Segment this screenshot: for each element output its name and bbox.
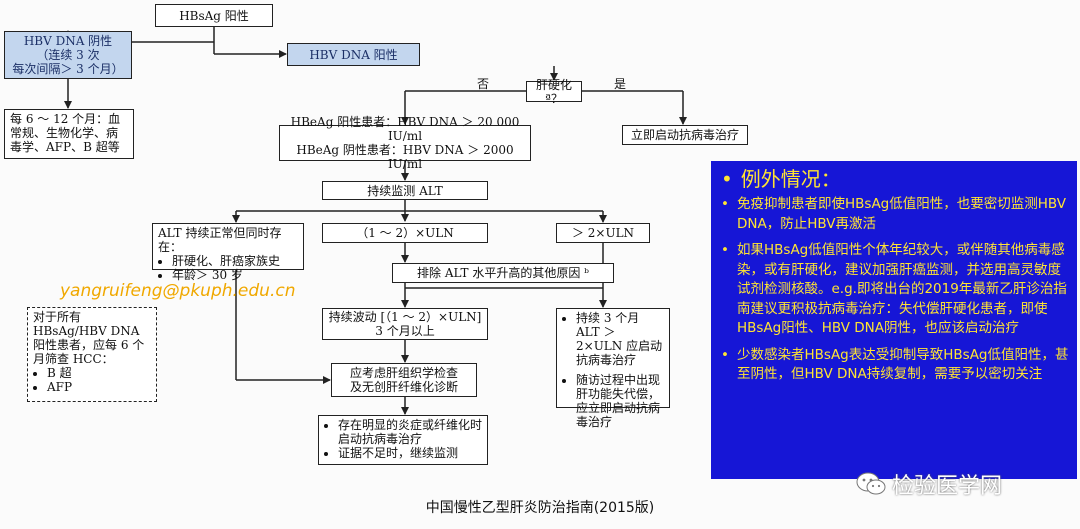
monitor-alt-label: 持续监测 ALT (367, 183, 443, 198)
exception-item: 免疫抑制患者即使HBsAg低值阳性，也要密切监测HBV DNA，防止HBV再激活 (721, 195, 1069, 234)
alt-gt2-action-node: 持续 3 个月 ALT ＞ 2×ULN 应启动抗病毒治疗 随访过程中出现肝功能失… (556, 308, 670, 429)
hcc-screening-intro: 对于所有 HBsAg/HBV DNA 阳性患者，应每 6 个月筛查 HCC： (33, 310, 145, 366)
hbeag-criteria-node: HBeAg 阳性患者：HBV DNA ＞ 20 000 IU/ml HBeAg … (279, 115, 531, 171)
exception-item: 少数感染者HBsAg表达受抑制导致HBsAg低值阳性，甚至阴性，但HBV DNA… (721, 346, 1069, 385)
biopsy-line1: 应考虑肝组织学检查 (349, 366, 458, 380)
hbsag-positive-node: HBsAg 阳性 (155, 4, 273, 27)
alt-normal-item: 年龄＞ 30 岁 (172, 268, 298, 282)
exceptions-title: 例外情况： (721, 167, 1069, 191)
decision-yes-label: 是 (614, 77, 627, 91)
author-watermark: yangruifeng@pkuph.edu.cn (60, 281, 296, 301)
decision-no-label: 否 (477, 77, 490, 91)
wechat-icon (856, 472, 886, 495)
biopsy-node: 应考虑肝组织学检查 及无创肝纤维化诊断 (331, 363, 477, 397)
source-caption: 中国慢性乙型肝炎防治指南(2015版) (425, 500, 655, 516)
alt-gt2-action-item: 随访过程中出现肝功能失代偿，应立即启动抗病毒治疗 (576, 373, 664, 429)
immediate-treatment-node: 立即启动抗病毒治疗 (622, 125, 748, 145)
hbv-dna-negative-sub1: （连续 3 次 (36, 48, 100, 62)
alt-1-2-uln-label: （1 ～ 2）×ULN (356, 226, 454, 240)
alt-normal-title: ALT 持续正常但同时存在： (158, 226, 282, 254)
hbv-dna-negative-sub2: 每次间隔＞ 3 个月） (12, 62, 124, 76)
alt-gt2-action-item: 持续 3 个月 ALT ＞ 2×ULN 应启动抗病毒治疗 (576, 311, 664, 367)
hbv-dna-positive-node: HBV DNA 阳性 (287, 43, 420, 66)
hbsag-positive-label: HBsAg 阳性 (179, 8, 249, 23)
final-treatment-node: 存在明显的炎症或纤维化时启动抗病毒治疗 证据不足时，继续监测 (318, 415, 488, 465)
cirrhosis-decision-node: 肝硬化 ª？ (526, 78, 582, 106)
hbv-dna-positive-label: HBV DNA 阳性 (309, 47, 398, 62)
brand-logo: 检验医学网 (856, 468, 1002, 500)
alt-gt2-uln-label: ＞ 2×ULN (571, 226, 635, 240)
biopsy-line2: 及无创肝纤维化诊断 (349, 380, 458, 394)
hcc-screening-item: B 超 (47, 366, 151, 380)
hbv-dna-negative-title: HBV DNA 阴性 (23, 34, 113, 48)
final-treatment-list: 存在明显的炎症或纤维化时启动抗病毒治疗 证据不足时，继续监测 (324, 418, 482, 460)
alt-fluctuating-node: 持续波动 [（1 ～ 2）×ULN] 3 个月以上 (322, 308, 488, 340)
exclude-other-causes-node: 排除 ALT 水平升高的其他原因 ᵇ (392, 263, 614, 283)
hbeag-positive-criteria: HBeAg 阳性患者：HBV DNA ＞ 20 000 IU/ml (290, 115, 520, 143)
hcc-screening-item: AFP (47, 380, 151, 394)
alt-gt2-uln-node: ＞ 2×ULN (556, 223, 650, 243)
alt-1-2-uln-node: （1 ～ 2）×ULN (322, 223, 488, 243)
hbv-dna-negative-node: HBV DNA 阴性 （连续 3 次 每次间隔＞ 3 个月） (4, 31, 132, 79)
negative-followup-node: 每 6 ～ 12 个月：血常规、生物化学、病毒学、AFP、B 超等 (4, 109, 134, 159)
alt-fluctuating-line2: 3 个月以上 (375, 324, 435, 338)
brand-logo-text: 检验医学网 (892, 474, 1003, 499)
hbeag-negative-criteria: HBeAg 阴性患者：HBV DNA ＞ 2000 IU/ml (296, 143, 514, 171)
immediate-treatment-label: 立即启动抗病毒治疗 (630, 128, 739, 142)
alt-normal-list: 肝硬化、肝癌家族史 年龄＞ 30 岁 (158, 254, 298, 282)
alt-fluctuating-line1: 持续波动 [（1 ～ 2）×ULN] (328, 310, 482, 324)
alt-normal-node: ALT 持续正常但同时存在： 肝硬化、肝癌家族史 年龄＞ 30 岁 (152, 223, 304, 282)
hcc-screening-note: 对于所有 HBsAg/HBV DNA 阳性患者，应每 6 个月筛查 HCC： B… (27, 307, 157, 402)
exceptions-panel: 例外情况： 免疫抑制患者即使HBsAg低值阳性，也要密切监测HBV DNA，防止… (711, 161, 1077, 479)
exclude-other-causes-label: 排除 ALT 水平升高的其他原因 ᵇ (417, 266, 589, 280)
negative-followup-text: 每 6 ～ 12 个月：血常规、生物化学、病毒学、AFP、B 超等 (10, 112, 121, 154)
hcc-screening-list: B 超 AFP (33, 366, 151, 394)
cirrhosis-decision-label: 肝硬化 ª？ (535, 77, 572, 106)
alt-normal-item: 肝硬化、肝癌家族史 (172, 254, 298, 268)
final-treatment-item: 存在明显的炎症或纤维化时启动抗病毒治疗 (338, 418, 482, 446)
alt-gt2-action-list: 持续 3 个月 ALT ＞ 2×ULN 应启动抗病毒治疗 随访过程中出现肝功能失… (562, 311, 664, 429)
final-treatment-item: 证据不足时，继续监测 (338, 446, 482, 460)
monitor-alt-node: 持续监测 ALT (322, 181, 488, 200)
exception-item: 如果HBsAg低值阳性个体年纪较大，或伴随其他病毒感染，或有肝硬化，建议加强肝癌… (721, 241, 1069, 339)
